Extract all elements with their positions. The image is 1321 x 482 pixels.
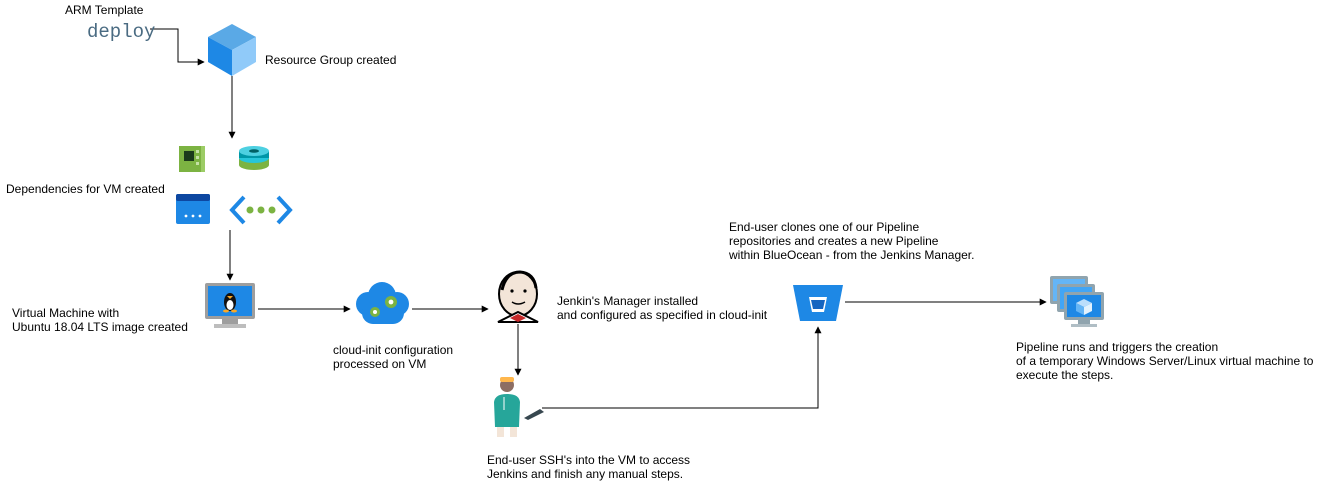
vm-scale-set-icon bbox=[1050, 276, 1104, 327]
connectors bbox=[150, 28, 1047, 409]
vnet-icon bbox=[229, 195, 293, 225]
clone-label-line2: repositories and creates a new Pipeline bbox=[729, 234, 939, 248]
cloud-init-icon bbox=[356, 282, 409, 324]
resource-group-label: Resource Group created bbox=[265, 53, 397, 67]
edge-user-to-bitbucket bbox=[542, 326, 822, 409]
clone-label-line3: within BlueOcean - from the Jenkins Mana… bbox=[729, 248, 975, 262]
cloudinit-label: cloud-init configuration processed on VM bbox=[333, 343, 453, 371]
ssh-label-line1: End-user SSH's into the VM to access bbox=[487, 453, 691, 467]
arm-template-label: ARM Template bbox=[65, 3, 144, 17]
vm-label-line2: Ubuntu 18.04 LTS image created bbox=[12, 320, 188, 334]
cloudinit-label-line1: cloud-init configuration bbox=[333, 343, 454, 357]
vm-linux-icon bbox=[205, 283, 255, 328]
edge-deploy-to-resource-group bbox=[150, 28, 205, 66]
jenkins-icon bbox=[497, 270, 539, 323]
pipeline-label: Pipeline runs and triggers the creation … bbox=[1016, 340, 1313, 382]
bitbucket-icon bbox=[793, 285, 843, 321]
cloudinit-label-line2: processed on VM bbox=[333, 357, 427, 371]
ssh-label: End-user SSH's into the VM to access Jen… bbox=[487, 453, 690, 481]
jenkins-label: Jenkin's Manager installed and configure… bbox=[557, 294, 767, 322]
jenkins-label-line2: and configured as specified in cloud-ini… bbox=[557, 308, 768, 322]
dependencies-label: Dependencies for VM created bbox=[6, 182, 165, 196]
storage-disk-icon bbox=[239, 146, 269, 170]
pipeline-label-line3: execute the steps. bbox=[1016, 368, 1114, 382]
pipeline-label-line1: Pipeline runs and triggers the creation bbox=[1016, 340, 1219, 354]
clone-label: End-user clones one of our Pipeline repo… bbox=[729, 220, 974, 262]
end-user-icon bbox=[494, 377, 544, 437]
ssh-label-line2: Jenkins and finish any manual steps. bbox=[487, 467, 684, 481]
jenkins-label-line1: Jenkin's Manager installed bbox=[557, 294, 699, 308]
resource-group-icon bbox=[208, 24, 256, 76]
clone-label-line1: End-user clones one of our Pipeline bbox=[729, 220, 920, 234]
vm-label: Virtual Machine with Ubuntu 18.04 LTS im… bbox=[12, 306, 188, 334]
network-interface-icon bbox=[179, 146, 205, 172]
pipeline-label-line2: of a temporary Windows Server/Linux virt… bbox=[1016, 354, 1314, 368]
vm-label-line1: Virtual Machine with bbox=[12, 306, 120, 320]
public-ip-icon bbox=[176, 194, 210, 224]
deploy-label: deploy bbox=[87, 21, 155, 43]
